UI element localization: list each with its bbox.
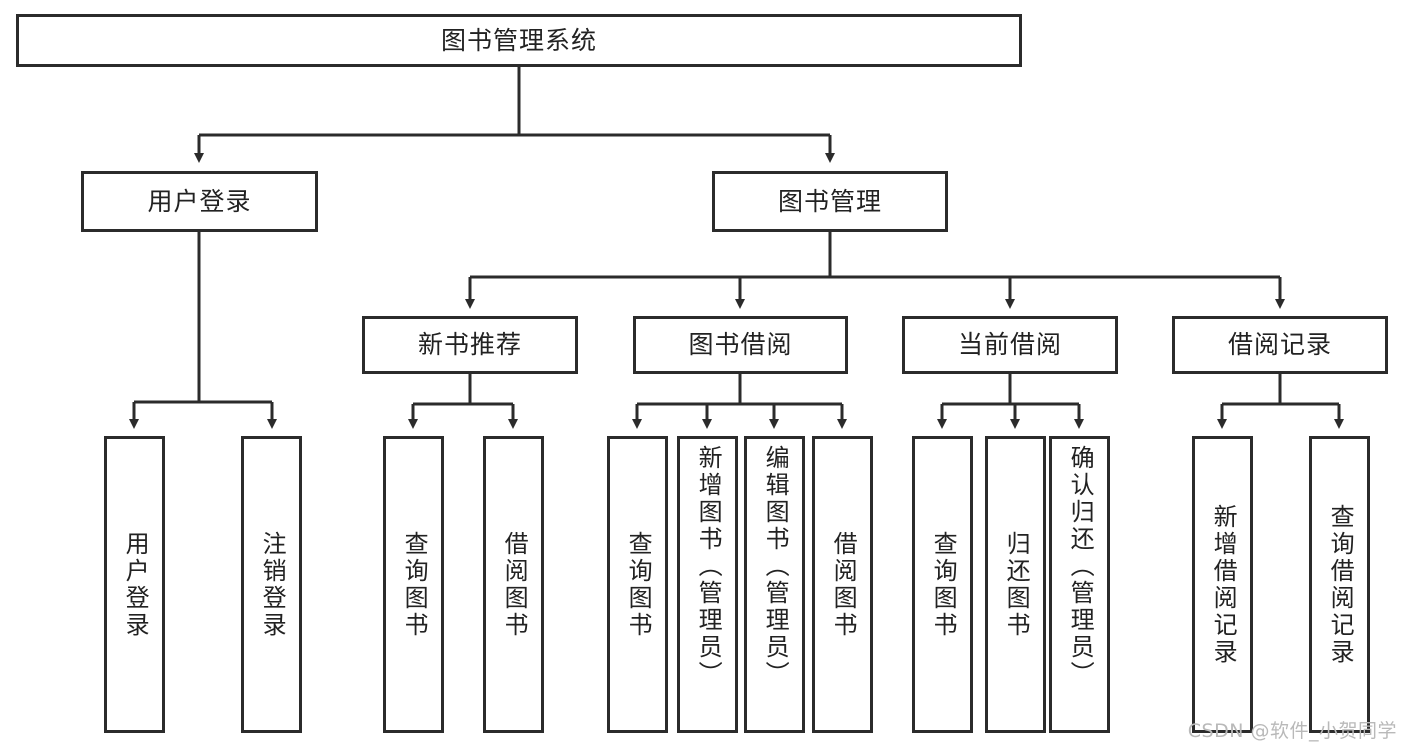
node-book-management[interactable]: 图书管理 bbox=[712, 171, 948, 232]
leaf-borrow-edit-book-admin[interactable]: 编辑图书（管理员） bbox=[744, 436, 805, 733]
node-label: 新增借阅记录 bbox=[1209, 503, 1238, 666]
leaf-record-add-record[interactable]: 新增借阅记录 bbox=[1192, 436, 1253, 733]
leaf-user-login-login[interactable]: 用户登录 bbox=[104, 436, 165, 733]
node-user-login[interactable]: 用户登录 bbox=[81, 171, 318, 232]
node-borrow-record[interactable]: 借阅记录 bbox=[1172, 316, 1388, 374]
node-label: 借阅图书 bbox=[500, 530, 529, 639]
node-current-borrow[interactable]: 当前借阅 bbox=[902, 316, 1118, 374]
node-label: 查询借阅记录 bbox=[1326, 503, 1355, 666]
node-label: 图书借阅 bbox=[688, 330, 793, 360]
node-label: 查询图书 bbox=[624, 530, 653, 639]
leaf-borrow-add-book-admin[interactable]: 新增图书（管理员） bbox=[677, 436, 738, 733]
node-label: 图书管理系统 bbox=[440, 25, 597, 55]
leaf-borrow-borrow-book[interactable]: 借阅图书 bbox=[812, 436, 873, 733]
node-label: 注销登录 bbox=[258, 530, 287, 639]
leaf-current-query-book[interactable]: 查询图书 bbox=[912, 436, 973, 733]
node-label: 用户登录 bbox=[147, 186, 252, 216]
node-book-borrow[interactable]: 图书借阅 bbox=[633, 316, 848, 374]
node-label: 编辑图书（管理员） bbox=[761, 445, 790, 688]
leaf-recommend-query-book[interactable]: 查询图书 bbox=[383, 436, 444, 733]
node-label: 查询图书 bbox=[929, 530, 958, 639]
leaf-recommend-borrow-book[interactable]: 借阅图书 bbox=[483, 436, 544, 733]
leaf-borrow-query-book[interactable]: 查询图书 bbox=[607, 436, 668, 733]
node-label: 查询图书 bbox=[400, 530, 429, 639]
node-root-system[interactable]: 图书管理系统 bbox=[16, 14, 1022, 67]
node-label: 图书管理 bbox=[777, 186, 882, 216]
node-label: 确认归还（管理员） bbox=[1066, 445, 1095, 688]
leaf-user-login-logout[interactable]: 注销登录 bbox=[241, 436, 302, 733]
node-label: 新增图书（管理员） bbox=[694, 445, 723, 688]
leaf-current-return-book[interactable]: 归还图书 bbox=[985, 436, 1046, 733]
node-new-book-recommend[interactable]: 新书推荐 bbox=[362, 316, 578, 374]
node-label: 借阅记录 bbox=[1227, 330, 1332, 360]
node-label: 借阅图书 bbox=[829, 530, 858, 639]
leaf-current-confirm-return-admin[interactable]: 确认归还（管理员） bbox=[1049, 436, 1110, 733]
leaf-record-query-record[interactable]: 查询借阅记录 bbox=[1309, 436, 1370, 733]
csdn-watermark: CSDN @软件_小贺同学 bbox=[1187, 720, 1397, 742]
node-label: 新书推荐 bbox=[417, 330, 522, 360]
node-label: 当前借阅 bbox=[957, 330, 1062, 360]
node-label: 归还图书 bbox=[1002, 530, 1031, 639]
node-label: 用户登录 bbox=[121, 530, 150, 639]
